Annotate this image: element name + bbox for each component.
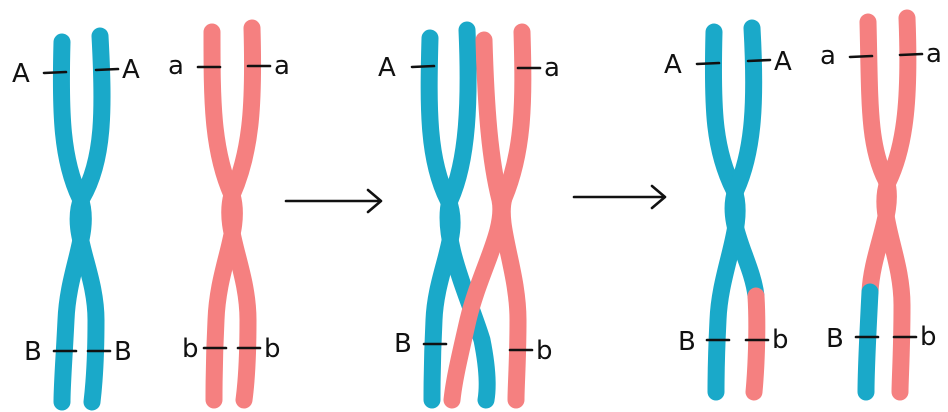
gene-label: a xyxy=(274,51,290,81)
gene-tick xyxy=(746,58,772,63)
gene-label: A xyxy=(12,59,30,89)
gene-label: b xyxy=(264,334,281,364)
gene-label: a xyxy=(544,53,560,83)
pink-chromatid-left xyxy=(443,31,510,409)
gene-label: B xyxy=(394,329,412,359)
gene-tick xyxy=(410,64,436,69)
pink-chromosome xyxy=(203,19,262,409)
arrow-right-icon xyxy=(284,188,383,214)
gene-label: b xyxy=(182,334,199,364)
gene-tick xyxy=(898,52,924,57)
gene-label: B xyxy=(678,327,696,357)
panel-crossing-over: A a B b xyxy=(378,21,560,409)
blue-chromosome-recombinant xyxy=(704,19,766,401)
gene-label: A xyxy=(774,47,792,77)
pink-chromatid-right xyxy=(493,23,532,409)
gene-label: A xyxy=(378,53,396,83)
gene-label: b xyxy=(536,336,553,366)
gene-label: a xyxy=(926,39,942,69)
blue-chromosome xyxy=(420,21,496,409)
gene-label: A xyxy=(122,55,140,85)
blue-segment-on-pink xyxy=(857,283,879,401)
gene-label: B xyxy=(24,337,42,367)
gene-label: B xyxy=(114,337,132,367)
gene-label: B xyxy=(826,324,844,354)
gene-label: b xyxy=(920,322,937,352)
gene-label: a xyxy=(168,51,184,81)
pink-chromosome xyxy=(443,23,532,409)
blue-chromosome xyxy=(52,27,111,411)
pink-chromatid-right xyxy=(876,9,917,401)
blue-chromatid-right-upper xyxy=(724,19,765,305)
arrow-right-icon xyxy=(572,184,667,210)
gene-label: b xyxy=(772,325,789,355)
pink-chromosome-recombinant xyxy=(857,9,917,401)
gene-tick xyxy=(94,67,120,72)
gene-label: a xyxy=(820,41,836,71)
blue-chromatid-right xyxy=(69,27,111,411)
gene-tick xyxy=(42,70,68,75)
panel-after-crossing: A A a a B b B b xyxy=(664,9,942,401)
panel-before-crossing: A A a a B B b b xyxy=(12,19,290,411)
gene-tick xyxy=(848,54,874,59)
blue-chromatid-right xyxy=(439,21,496,409)
gene-label: A xyxy=(664,50,682,80)
pink-segment-on-blue xyxy=(745,287,766,401)
gene-tick xyxy=(695,61,721,66)
pink-chromatid-right xyxy=(221,19,262,409)
